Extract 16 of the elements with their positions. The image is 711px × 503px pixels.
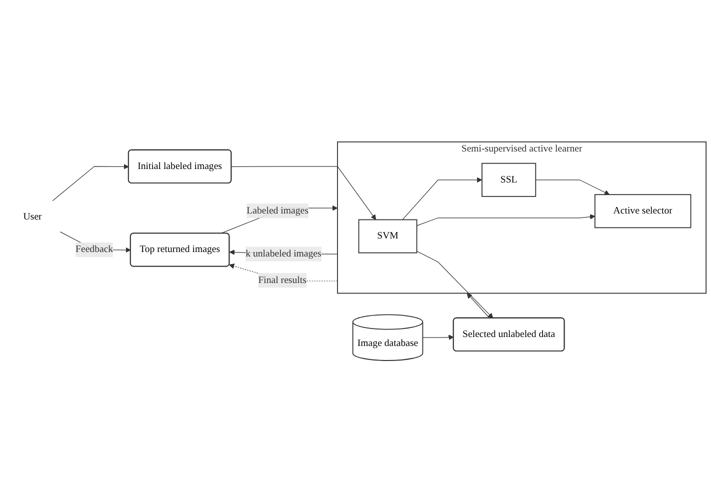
arrow	[535, 180, 610, 196]
edge-label: k unlabeled images	[246, 248, 322, 260]
node-box: SVM	[358, 220, 418, 254]
edge-label: Final results	[258, 275, 306, 286]
node-text: User	[23, 212, 42, 222]
arrow	[231, 166, 376, 220]
arrow	[416, 251, 494, 319]
arrow	[466, 293, 490, 318]
edge-label: Labeled images	[246, 206, 308, 216]
arrow	[402, 177, 482, 220]
edge-label: Feedback	[76, 244, 114, 255]
node-box: Active selector	[594, 194, 692, 228]
arrow	[416, 214, 596, 226]
arrow	[52, 164, 129, 202]
node-box: SSL	[482, 163, 536, 198]
arrow	[422, 334, 454, 340]
